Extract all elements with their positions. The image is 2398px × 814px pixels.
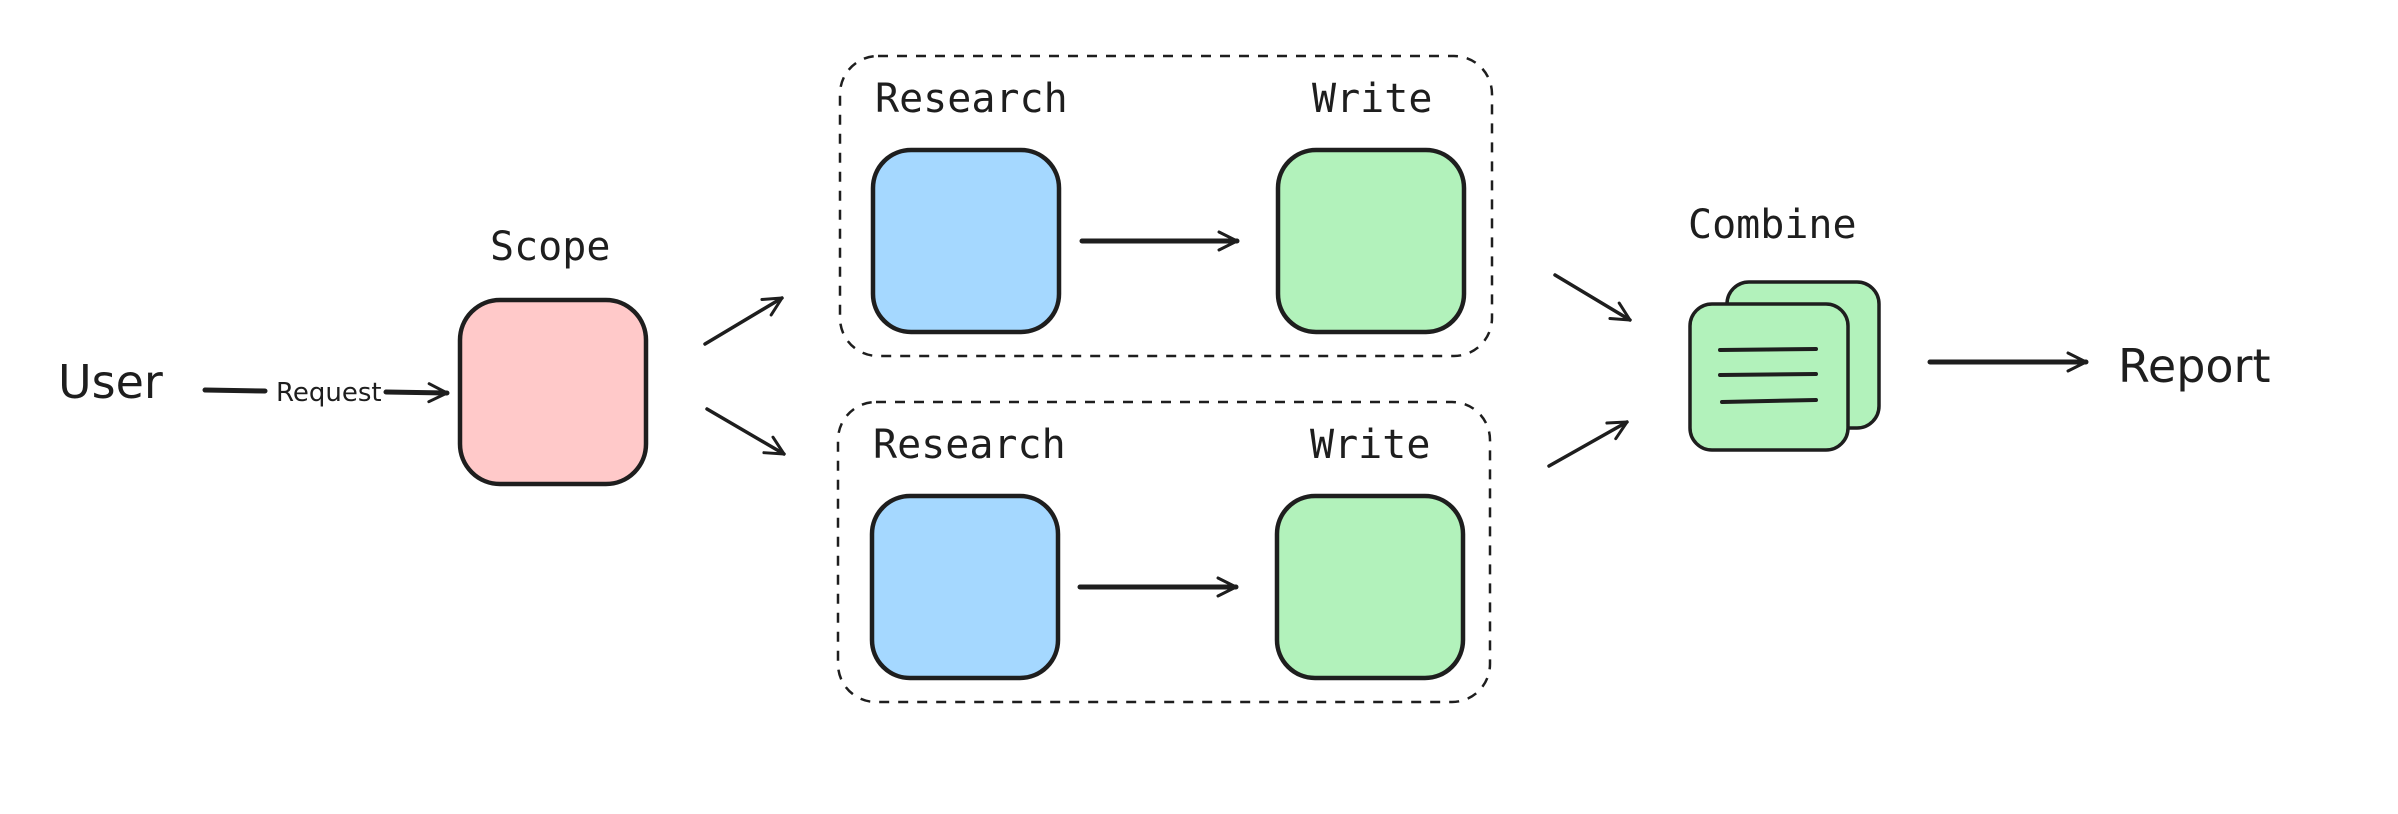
combine-doc-line-3 — [1720, 398, 1818, 404]
branch-top-write-label: Write — [1312, 76, 1432, 122]
fanout-arrow-top — [703, 296, 784, 346]
request-arrow-tail — [202, 387, 268, 394]
stacked-documents-icon — [1688, 280, 1881, 452]
branch-bottom-write-box — [1274, 493, 1466, 681]
branch-top-group: Research Write — [838, 54, 1494, 358]
request-label: Request — [276, 378, 382, 408]
user-label: User — [58, 355, 163, 409]
branch-top-write-box — [1275, 147, 1467, 335]
combine-doc-line-1 — [1718, 347, 1818, 352]
fanout-arrow-bottom — [705, 407, 786, 456]
fanin-arrow-top — [1553, 273, 1632, 322]
branch-top-frame — [838, 54, 1494, 358]
fanin-arrow-bottom — [1547, 420, 1629, 468]
combine-doc-line-2 — [1718, 372, 1818, 377]
request-arrow-head — [383, 382, 450, 404]
combine-label: Combine — [1688, 202, 1857, 248]
branch-top-research-box — [870, 147, 1062, 335]
branch-bottom-frame — [836, 400, 1492, 704]
scope-label: Scope — [490, 224, 610, 270]
branch-bottom-write-label: Write — [1310, 422, 1430, 468]
report-label: Report — [2118, 339, 2271, 393]
branch-bottom-research-label: Research — [873, 422, 1066, 468]
branch-bottom-research-box — [869, 493, 1061, 681]
scope-box — [457, 297, 649, 487]
branch-top-research-label: Research — [875, 76, 1068, 122]
branch-bottom-group: Research Write — [836, 400, 1492, 704]
combine-doc-front — [1688, 302, 1850, 452]
